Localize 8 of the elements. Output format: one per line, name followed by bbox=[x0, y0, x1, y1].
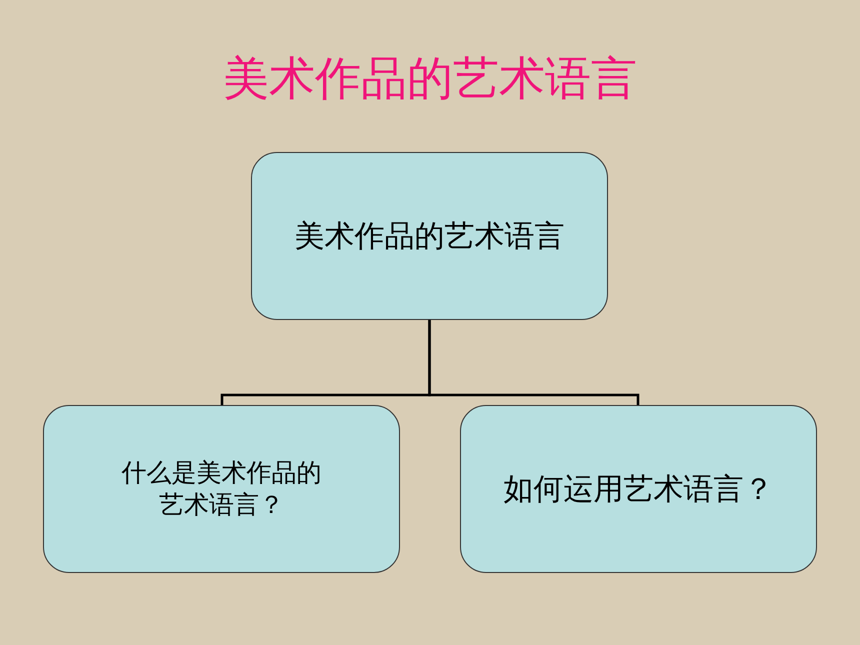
rounded-box bbox=[43, 405, 400, 573]
connector-line bbox=[428, 320, 640, 405]
rounded-box bbox=[251, 152, 608, 320]
rounded-box bbox=[460, 405, 817, 573]
box-text: 如何运用艺术语言？ bbox=[504, 470, 774, 508]
diagram-title: 美术作品的艺术语言 bbox=[222, 50, 638, 107]
box-text: 美术作品的艺术语言 bbox=[294, 218, 564, 256]
box-text: 什么是美术作品的艺术语言？ bbox=[120, 456, 322, 521]
